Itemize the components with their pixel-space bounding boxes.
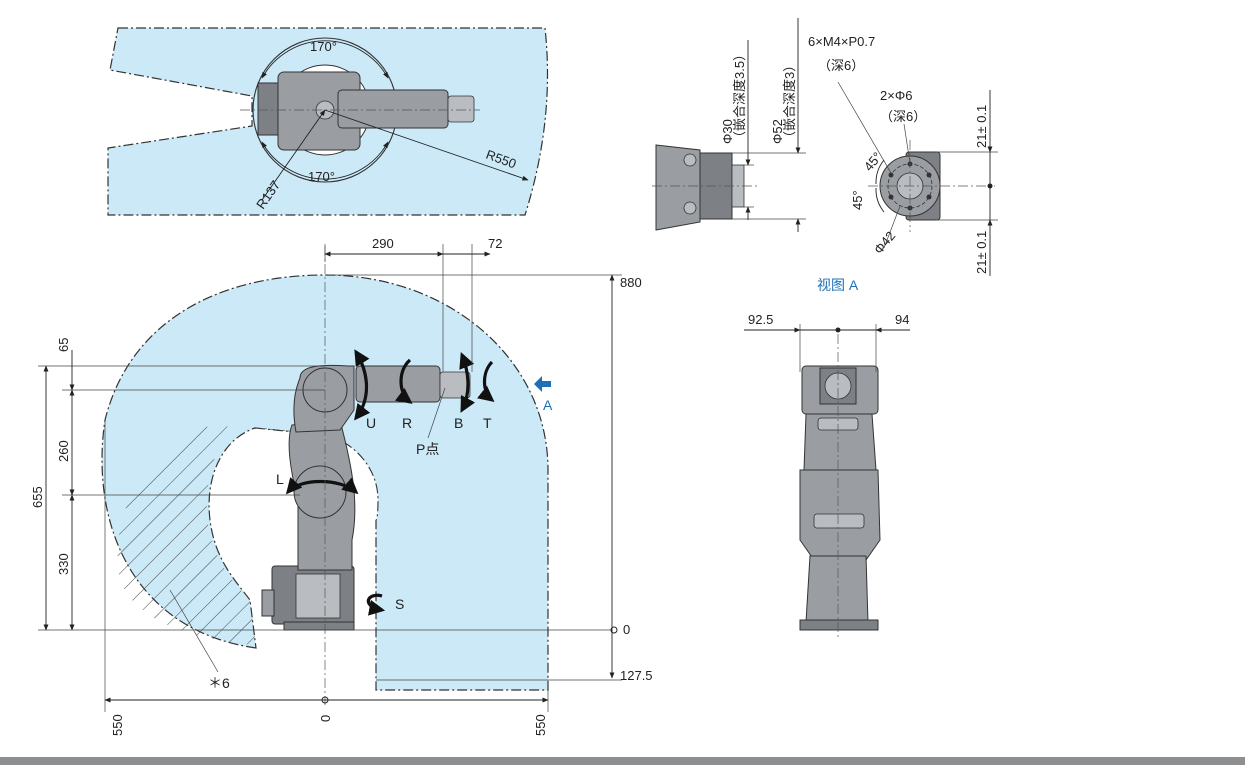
s-rotation-arrow (366, 593, 386, 616)
rear-view-base (805, 555, 869, 623)
t-rotation-arrow (477, 360, 495, 403)
top-view-angle-arc-top (261, 40, 389, 79)
dim-880-label: 880 (620, 275, 642, 290)
top-angle-label: 170° (310, 39, 337, 54)
view-a-title: 视图 A (817, 277, 859, 293)
top-view-radius-inner (261, 109, 326, 201)
dim-330-label: 330 (56, 553, 71, 575)
tap-label: 6×M4×P0.7 (808, 34, 875, 49)
bolt-hole-3 (926, 194, 932, 200)
axis-s-label: S (395, 596, 404, 612)
axis-t-label: T (483, 415, 492, 431)
phi30-note: （嵌合深度3.5） (732, 48, 747, 144)
flange-side-detail: Φ30 （嵌合深度3.5） Φ52 （嵌合深度3） (652, 18, 806, 232)
phi42-label: Φ42 (871, 228, 898, 257)
l-rotation-arrow (285, 477, 359, 495)
p-point-label: P点 (416, 441, 439, 457)
phi52-note: （嵌合深度3） (782, 59, 797, 144)
angle-45-upper-label: 45° (861, 149, 885, 174)
top-view: 170° 170° R137 R550 (107, 27, 549, 216)
r-rotation-arrow (394, 358, 413, 404)
top-view-radius-outer (324, 109, 529, 181)
top-view-arm (337, 89, 449, 129)
bottom-angle-label: 170° (308, 169, 335, 184)
side-view-connector (261, 589, 275, 617)
side-view-l-joint (293, 465, 347, 519)
pin-label: 2×Φ6 (880, 88, 912, 103)
top-view-base-connector (257, 82, 279, 136)
dim-290-label: 290 (372, 236, 394, 251)
dim-92-5-label: 92.5 (748, 312, 773, 327)
angle-45-lower-label: 45° (850, 190, 865, 210)
phi52-label: Φ52 (770, 119, 785, 144)
dim-zero-right-label: 0 (623, 622, 630, 637)
flange-side-upper-bolt (683, 153, 697, 167)
angle-arc-45-lower (875, 187, 885, 213)
side-view-forearm (355, 365, 441, 403)
flange-front-view: 6×M4×P0.7 （深6） 2×Φ6 （深6） 45° 45° Φ42 21±… (808, 34, 998, 293)
hatch-note-label: ＊6 (208, 675, 230, 691)
bolt-hole-5 (888, 194, 894, 200)
phi30-label: Φ30 (720, 119, 735, 144)
side-view-base-foot (283, 621, 355, 631)
dim-550-right-label: 550 (533, 714, 548, 736)
axis-l-label: L (276, 471, 284, 487)
rear-view: 92.5 94 (744, 312, 910, 640)
view-a-arrow (534, 376, 551, 392)
tol-top-label: 21± 0.1 (974, 105, 989, 148)
axis-u-label: U (366, 415, 376, 431)
bolt-hole-6 (888, 172, 894, 178)
rear-view-slot-lower (813, 513, 865, 529)
dim-zero-bottom-label: 0 (318, 715, 333, 722)
p-point-leader (427, 387, 446, 439)
tol-center-dot (987, 183, 993, 189)
tap-depth-label: （深6） (818, 58, 864, 73)
rear-dim-center-dot (835, 327, 841, 333)
side-view: 290 72 880 0 127.5 65 260 655 330 550 0 … (30, 236, 653, 736)
dim-655-label: 655 (30, 486, 45, 508)
u-rotation-arrow (354, 349, 371, 421)
tap-leader (837, 81, 892, 174)
top-view-wrist (447, 95, 475, 123)
side-view-base-panel (295, 573, 341, 619)
top-view-angle-arc-bottom (261, 141, 389, 180)
dim-65-label: 65 (56, 338, 71, 352)
zero-marker (610, 626, 618, 634)
footer-bar (0, 757, 1245, 765)
axis-r-label: R (402, 415, 412, 431)
axis-b-label: B (454, 415, 463, 431)
pin-leader (903, 123, 911, 164)
angle-arc-45 (875, 159, 885, 185)
dim-72-label: 72 (488, 236, 502, 251)
phi42-leader (883, 205, 901, 249)
hatch-note-leader (169, 589, 219, 673)
side-view-wrist (439, 371, 471, 399)
b-rotation-arrow (459, 352, 476, 413)
rear-view-foot (799, 619, 879, 631)
pin-depth-label: （深6） (880, 109, 926, 124)
bolt-hole-2 (926, 172, 932, 178)
view-a-label: A (543, 397, 553, 413)
dim-260-label: 260 (56, 440, 71, 462)
dim-127-5-label: 127.5 (620, 668, 653, 683)
side-view-hatched-region (117, 420, 256, 645)
flange-side-lower-bolt (683, 201, 697, 215)
bottom-zero-marker (321, 696, 329, 704)
dim-550-left-label: 550 (110, 714, 125, 736)
tol-bottom-label: 21± 0.1 (974, 231, 989, 274)
dim-94-label: 94 (895, 312, 909, 327)
